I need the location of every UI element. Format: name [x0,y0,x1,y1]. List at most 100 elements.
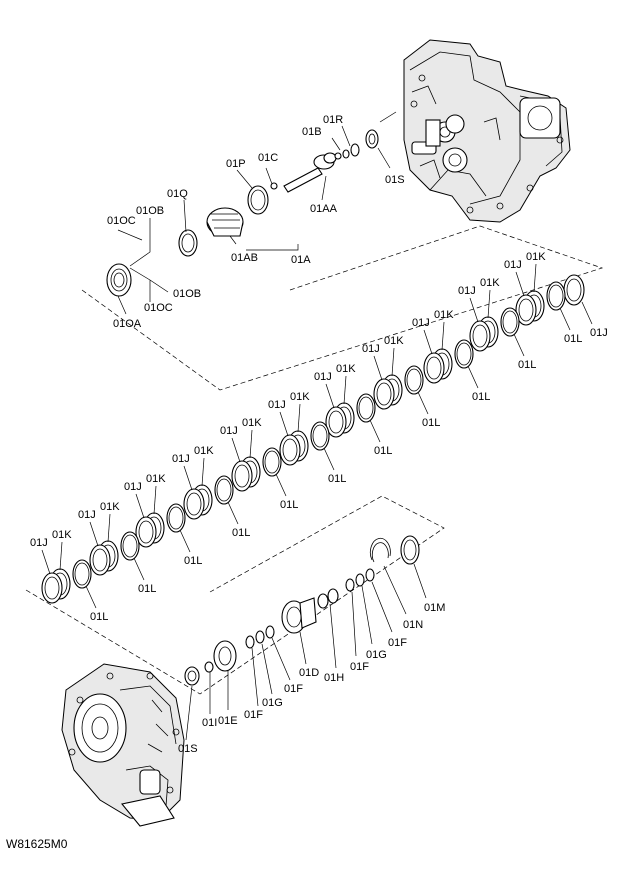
leader-line [201,457,205,487]
friction-ring [214,475,234,505]
friction-ring [546,281,566,311]
clutch-group [563,274,593,325]
label-01e: 01E [218,715,238,727]
label-01j: 01J [268,399,286,411]
clutch-disc-inner [376,382,392,406]
leader-line [441,321,445,351]
label-01l: 01L [138,583,156,595]
leader-line [227,501,239,525]
label-01j: 01J [362,343,380,355]
label-01j: 01J [220,425,238,437]
label-01f-c: 01F [284,683,303,695]
clutch-group [423,321,479,389]
label-01k: 01K [290,391,310,403]
clutch-disc-inner [44,576,60,600]
lower-leader-lines [185,563,427,741]
clutch-group [279,403,335,471]
leader-line [467,365,479,389]
label-01s-bot: 01S [178,743,198,755]
leader-line [513,333,525,357]
leader-line [41,549,51,575]
clutch-disc-inner [92,548,108,572]
label-01l: 01L [328,473,346,485]
leader-line [487,289,491,319]
label-01p: 01P [226,158,246,170]
leader-line [469,297,479,323]
label-01j: 01J [30,537,48,549]
clutch-group [41,541,97,609]
label-01j: 01J [78,509,96,521]
label-01k: 01K [384,335,404,347]
friction-ring [166,503,186,533]
leader-line [59,541,63,571]
label-01k: 01K [480,277,500,289]
leader-line [325,383,335,409]
leader-line [249,429,253,459]
friction-ring [72,559,92,589]
leader-line [153,485,157,515]
clutch-group [183,457,239,525]
friction-ring [262,447,282,477]
friction-ring-inner [168,506,184,530]
clutch-group [89,513,145,581]
clutch-plate-stack [41,263,593,609]
friction-ring [120,531,140,561]
leader-line [183,465,193,491]
leader-line [133,557,145,581]
leader-line [417,391,429,415]
label-01f-d: 01F [244,709,263,721]
clutch-disc-inner [472,324,488,348]
friction-ring-inner [122,534,138,558]
label-01d: 01D [299,667,319,679]
leader-line [369,419,381,443]
label-01s-top: 01S [385,174,405,186]
leader-line [279,411,289,437]
transmission-housing-top [403,39,571,223]
clutch-group [135,485,191,553]
label-01l: 01L [232,527,250,539]
label-01j: 01J [314,371,332,383]
clutch-plate-labels: 01J 01J 01K 01L 01J 01K 01L 01J 01K 01L 01J 01K 01L 0… [30,251,608,623]
label-01l: 01L [90,611,108,623]
label-01k: 01K [336,363,356,375]
label-01k: 01K [146,473,166,485]
friction-ring [404,365,424,395]
label-01l: 01L [422,417,440,429]
clutch-disc-inner [328,410,344,434]
friction-ring-inner [548,284,564,308]
label-01b: 01B [302,126,322,138]
friction-ring [500,307,520,337]
label-01oc-bot: 01OC [144,302,173,314]
clutch-group [231,429,287,497]
clutch-disc-inner [138,520,154,544]
leader-line [343,375,347,405]
label-01j: 01J [124,481,142,493]
label-01oa: 01OA [113,318,142,330]
clutch-disc-inner [186,492,202,516]
label-01aa: 01AA [310,203,338,215]
part-labels: 01R 01B 01S 01P 01C 01Q 01OB 01OC 01AA 0… [107,114,445,755]
friction-ring-inner [264,450,280,474]
label-01j: 01J [458,285,476,297]
lower-shaft-assembly [184,535,420,686]
leader-line [89,521,99,547]
label-01q: 01Q [167,188,188,200]
label-01l: 01L [374,445,392,457]
label-01c: 01C [258,152,278,164]
leader-line [323,447,335,471]
label-01j: 01J [590,327,608,339]
label-01m: 01M [424,602,445,614]
clutch-disc-inner [234,464,250,488]
label-01ab: 01AB [231,252,258,264]
label-01j: 01J [172,453,190,465]
label-01j: 01J [504,259,522,271]
friction-ring-inner [74,562,90,586]
label-01g-a: 01G [366,649,387,661]
label-01k: 01K [194,445,214,457]
leader-line [85,585,97,609]
label-01l: 01L [518,359,536,371]
friction-ring-inner [406,368,422,392]
label-01k: 01K [52,529,72,541]
friction-ring [310,421,330,451]
